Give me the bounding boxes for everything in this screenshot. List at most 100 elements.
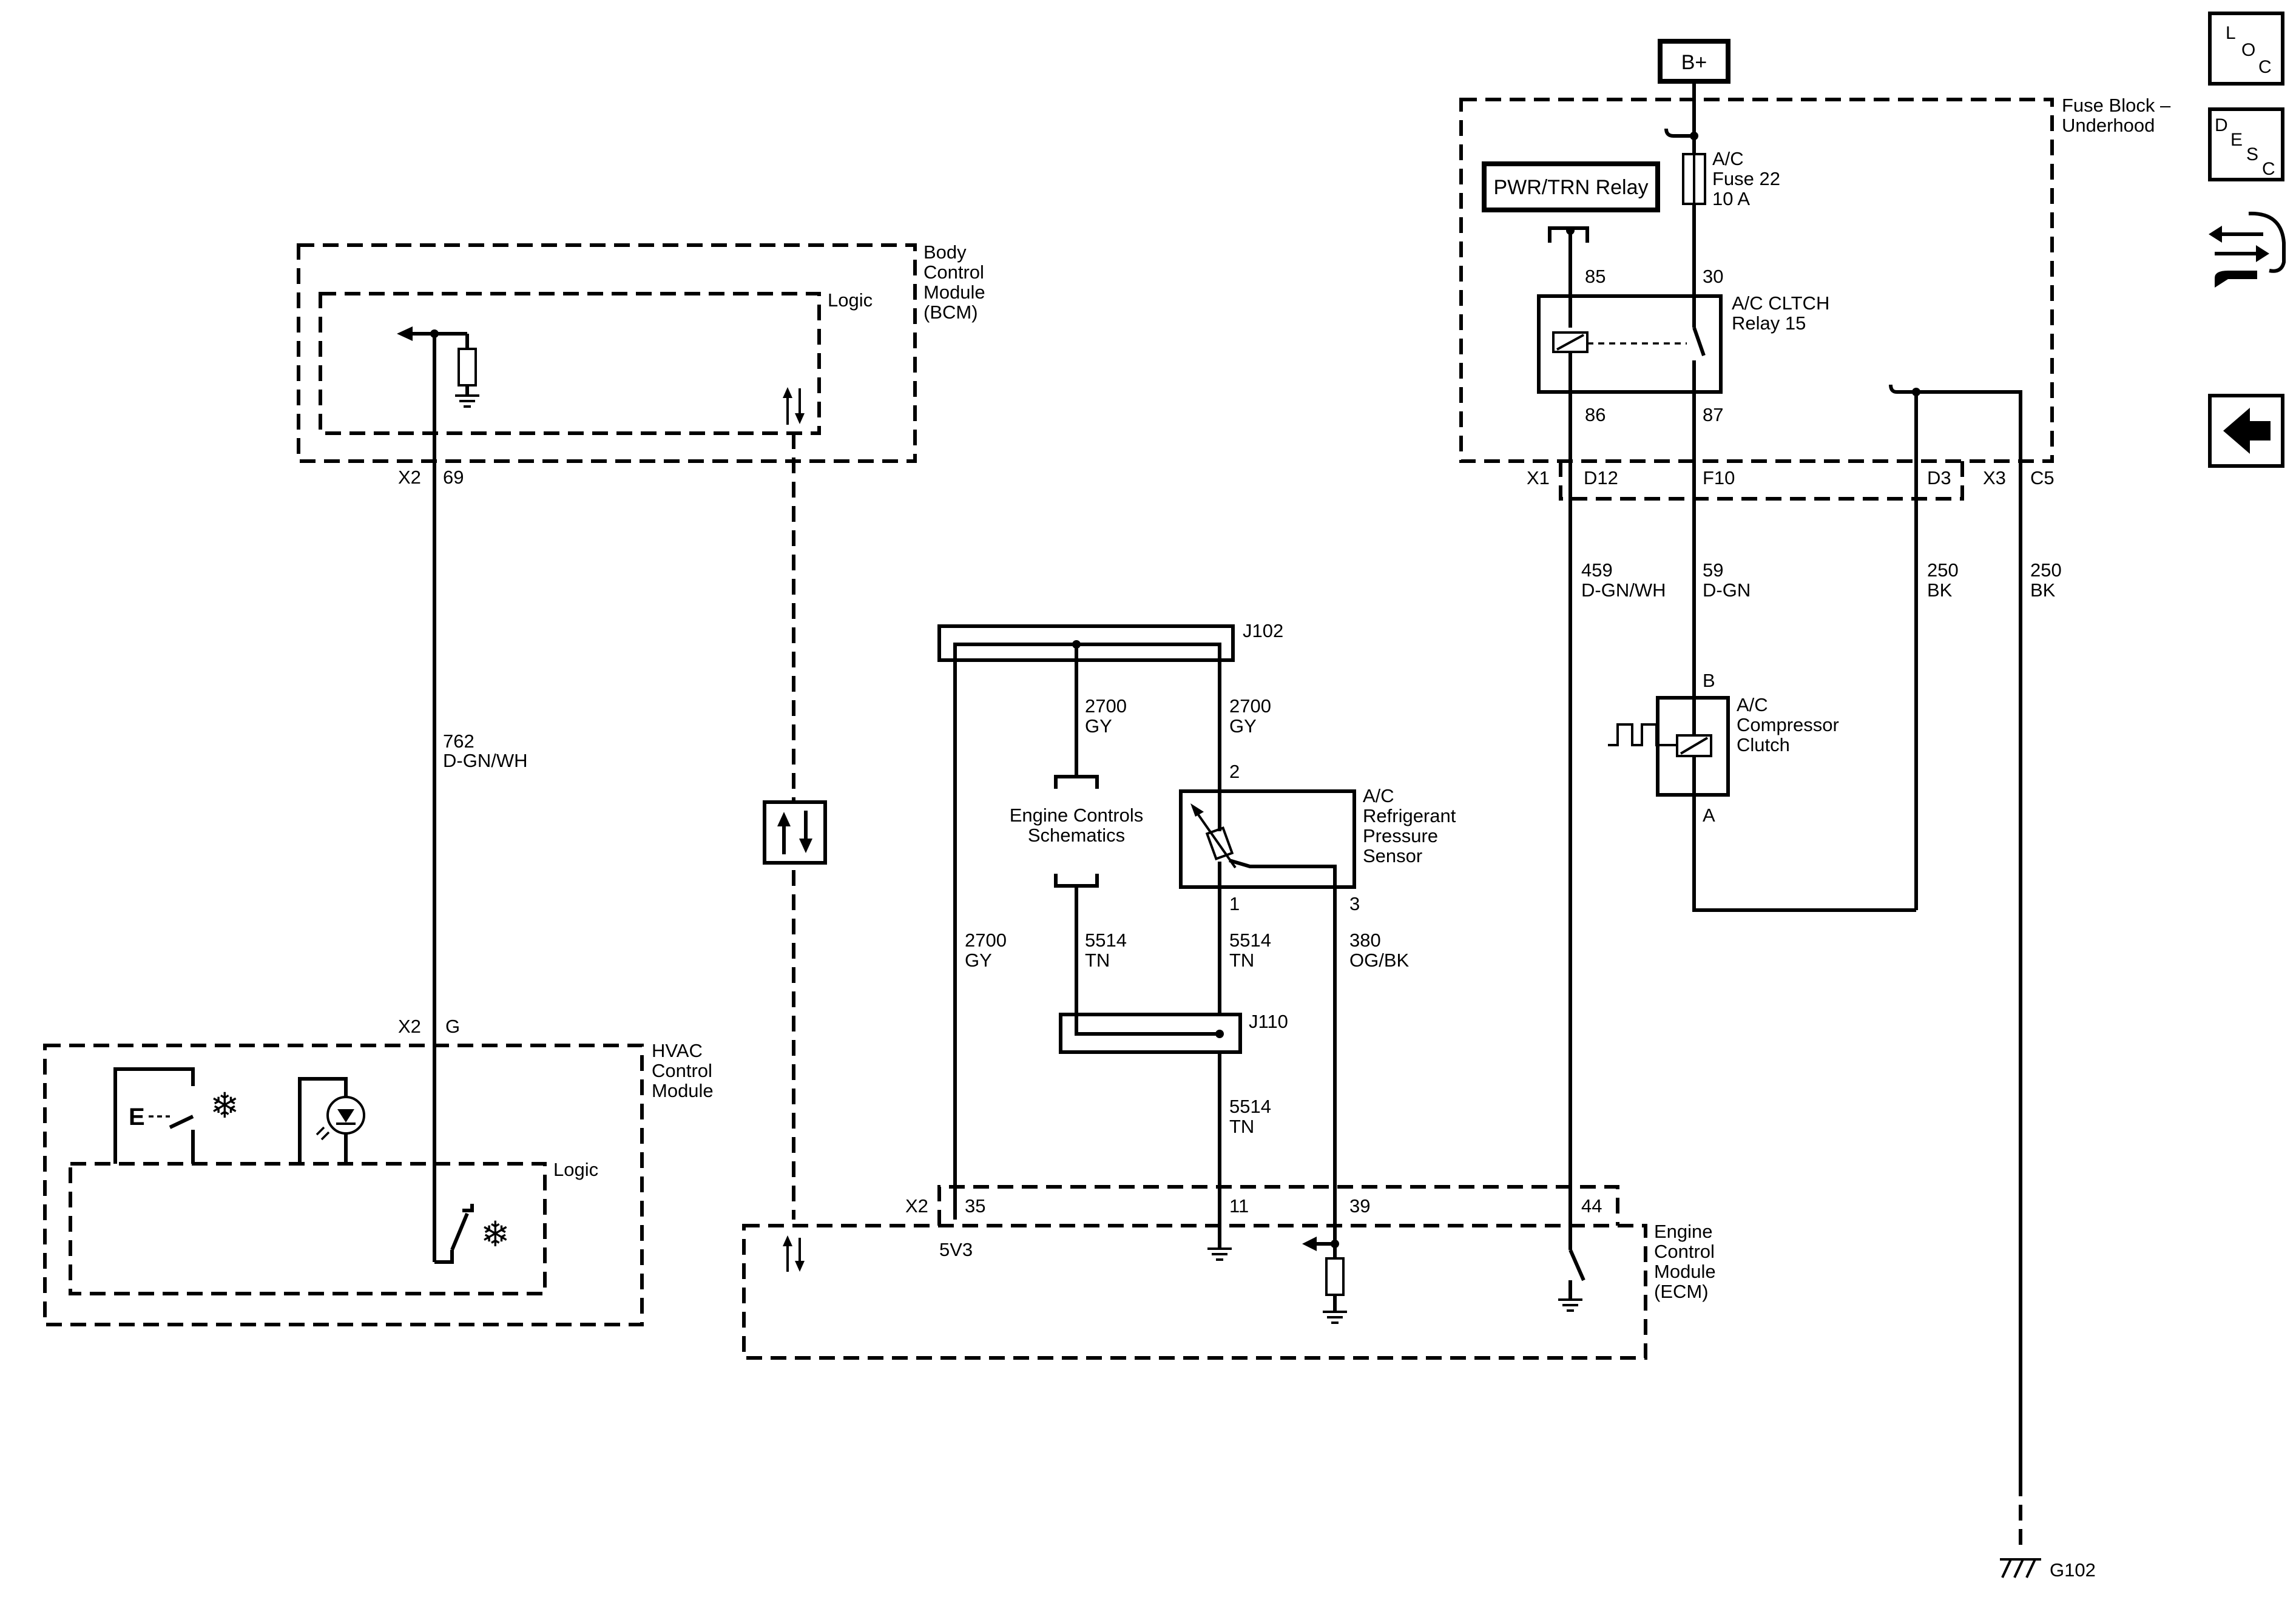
ecm-label-3: Module bbox=[1654, 1261, 1716, 1282]
ecm-label-2: Control bbox=[1654, 1241, 1715, 1262]
fb-c5: C5 bbox=[2030, 467, 2055, 488]
fb-x3: X3 bbox=[1983, 467, 2006, 488]
connector-tool-icon[interactable] bbox=[2209, 211, 2286, 288]
sensor-label-1: A/C bbox=[1363, 785, 1394, 806]
bcm-logic-label: Logic bbox=[828, 289, 873, 311]
bcm-pin: 69 bbox=[443, 467, 464, 488]
loc-c: C bbox=[2258, 57, 2272, 77]
fuse-icon bbox=[1682, 153, 1706, 205]
ecm-pin-35: 35 bbox=[965, 1195, 985, 1217]
ecm-data-arrows-icon bbox=[783, 1235, 805, 1272]
relay-pin-85: 85 bbox=[1585, 266, 1606, 287]
pressure-sensor: 2 1 3 A/C Refrigerant Pressure Sensor bbox=[1179, 761, 1456, 914]
ecm-conn: X2 bbox=[905, 1195, 928, 1217]
battery-label: B+ bbox=[1681, 51, 1707, 74]
wire-2700a-num: 2700 bbox=[1085, 695, 1127, 717]
pwr-relay-label: PWR/TRN Relay bbox=[1493, 176, 1648, 199]
fuse-label-2: Fuse 22 bbox=[1712, 168, 1780, 189]
hvac-conn: X2 bbox=[398, 1016, 421, 1037]
ground-label: G102 bbox=[2050, 1559, 2096, 1581]
ecm-label-1: Engine bbox=[1654, 1221, 1713, 1242]
sensor-label-4: Sensor bbox=[1363, 845, 1422, 866]
wire-250a-num: 250 bbox=[1927, 559, 1959, 581]
ecm-pin-44: 44 bbox=[1581, 1195, 1602, 1217]
wire-59-color: D-GN bbox=[1703, 579, 1751, 601]
fb-x1: X1 bbox=[1527, 467, 1550, 488]
loc-l: L bbox=[2226, 23, 2236, 43]
compressor-label-2: Compressor bbox=[1737, 714, 1839, 735]
indicator-led-icon bbox=[298, 1077, 365, 1164]
pwr-trn-relay-box: PWR/TRN Relay bbox=[1482, 161, 1660, 212]
relay-pin-87: 87 bbox=[1703, 404, 1723, 425]
wire-762-color: D-GN/WH bbox=[443, 750, 527, 771]
sensor-label-3: Pressure bbox=[1363, 825, 1438, 846]
fuse-block: Fuse Block – Underhood B+ A/C Fuse 22 10… bbox=[1459, 39, 2171, 501]
loc-button[interactable]: L O C bbox=[2208, 12, 2284, 86]
hvac-label-2: Control bbox=[652, 1060, 712, 1081]
engine-controls-1: Engine Controls bbox=[1010, 805, 1144, 826]
wire-380-num: 380 bbox=[1349, 930, 1381, 951]
relay-pin-30: 30 bbox=[1703, 266, 1723, 287]
wire-5514b-num: 5514 bbox=[1229, 930, 1271, 951]
compressor-label-1: A/C bbox=[1737, 694, 1768, 715]
fuse-block-label-1: Fuse Block – bbox=[2062, 95, 2171, 116]
ecm-ground-11-icon bbox=[1207, 1220, 1232, 1261]
wire-2700b-num: 2700 bbox=[1229, 695, 1271, 717]
sensor-label-2: Refrigerant bbox=[1363, 805, 1456, 826]
sensor-pin1: 1 bbox=[1229, 893, 1240, 914]
ground-g102-icon bbox=[2000, 1558, 2041, 1578]
ecm-module: Engine Control Module (ECM) X2 35 11 39 … bbox=[742, 1185, 1716, 1360]
fuse-label-1: A/C bbox=[1712, 148, 1744, 169]
sensor-pin3: 3 bbox=[1349, 893, 1360, 914]
ac-clutch-relay bbox=[1537, 294, 1723, 394]
wire-250b-color: BK bbox=[2030, 579, 2056, 601]
bcm-label-2: Control bbox=[923, 262, 984, 283]
fuse-block-label-2: Underhood bbox=[2062, 115, 2155, 136]
sensor-pin2: 2 bbox=[1229, 761, 1240, 782]
wire-2700c-color: GY bbox=[965, 950, 992, 971]
wire-250b-num: 250 bbox=[2030, 559, 2062, 581]
wire-2700b-color: GY bbox=[1229, 715, 1257, 737]
fb-f10: F10 bbox=[1703, 467, 1735, 488]
j102-label: J102 bbox=[1243, 620, 1283, 641]
compressor-clutch: B A A/C Compressor Clutch bbox=[1608, 670, 1839, 826]
desc-button[interactable]: D E S C bbox=[2208, 107, 2284, 181]
bcm-label-3: Module bbox=[923, 282, 985, 303]
desc-s: S bbox=[2246, 144, 2258, 164]
bcm-data-arrows-icon bbox=[783, 387, 805, 425]
desc-c: C bbox=[2262, 159, 2275, 179]
ac-switch-icon: E bbox=[113, 1067, 195, 1164]
back-arrow-icon[interactable] bbox=[2208, 394, 2284, 468]
svg-text:❄: ❄ bbox=[481, 1215, 510, 1254]
fb-d12: D12 bbox=[1584, 467, 1618, 488]
desc-e: E bbox=[2230, 130, 2243, 150]
j102-splice: J102 bbox=[937, 620, 1283, 1220]
compressor-pin-b: B bbox=[1703, 670, 1715, 691]
wire-762-num: 762 bbox=[443, 731, 474, 752]
desc-d: D bbox=[2215, 115, 2228, 135]
clutch-pulse-icon bbox=[1608, 723, 1677, 746]
wire-5514b-color: TN bbox=[1229, 950, 1254, 971]
wire-5514c-num: 5514 bbox=[1229, 1096, 1271, 1117]
wire-459-color: D-GN/WH bbox=[1581, 579, 1666, 601]
ecm-5v-label: 5V3 bbox=[939, 1239, 973, 1260]
ecm-pin-11: 11 bbox=[1229, 1195, 1249, 1217]
wire-380-color: OG/BK bbox=[1349, 950, 1410, 971]
clutch-coil-icon bbox=[1676, 698, 1712, 795]
ecm-label-4: (ECM) bbox=[1654, 1281, 1709, 1302]
wire-5514a-color: TN bbox=[1085, 950, 1110, 971]
snowflake-icon: ❄ bbox=[210, 1086, 240, 1126]
hvac-internal-switch-icon: ❄ bbox=[434, 1204, 510, 1264]
hvac-label-3: Module bbox=[652, 1080, 714, 1101]
ecm-pullup-39-icon bbox=[1302, 1237, 1347, 1324]
svg-text:E: E bbox=[129, 1104, 145, 1130]
j110-splice: J110 bbox=[1059, 1011, 1288, 1054]
bcm-conn: X2 bbox=[398, 467, 421, 488]
relay-pin-86: 86 bbox=[1585, 404, 1606, 425]
hvac-logic-label: Logic bbox=[553, 1159, 598, 1180]
wire-2700a-color: GY bbox=[1085, 715, 1112, 737]
relay-label-2: Relay 15 bbox=[1732, 312, 1806, 334]
relay-label-1: A/C CLTCH bbox=[1732, 292, 1829, 314]
svg-text:❄: ❄ bbox=[210, 1086, 240, 1126]
